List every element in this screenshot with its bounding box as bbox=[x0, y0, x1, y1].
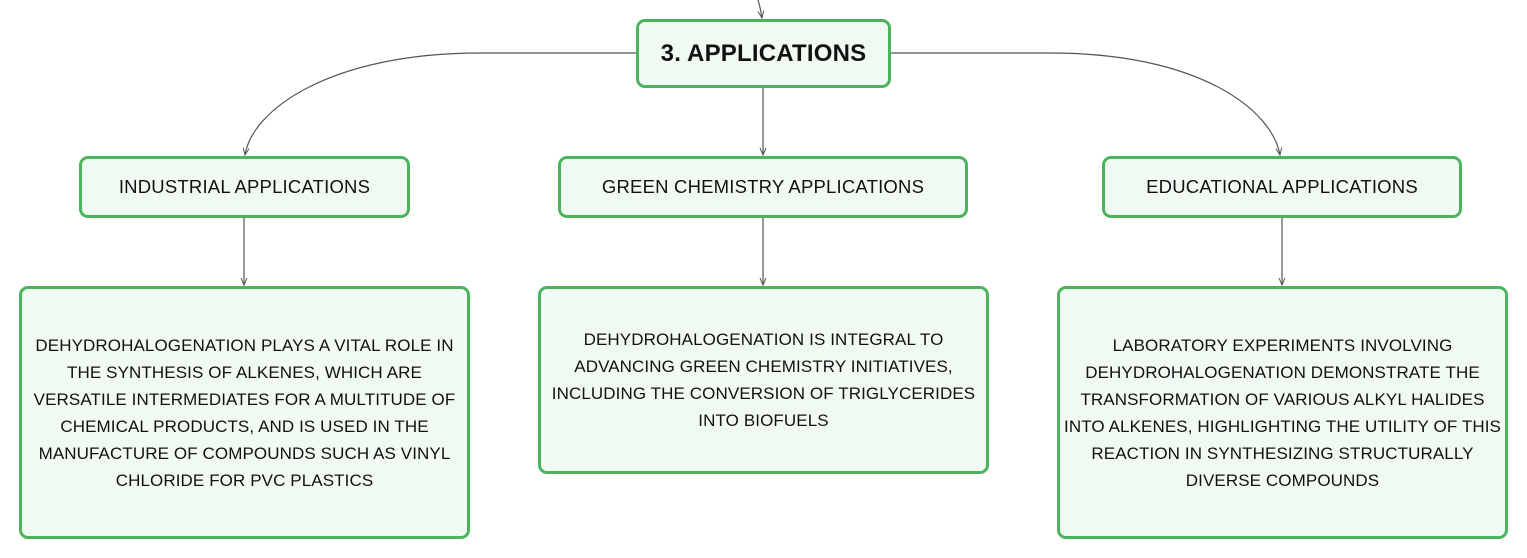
connector-root-to-educational bbox=[891, 52, 1280, 155]
node-green-chemistry-applications[interactable]: GREEN CHEMISTRY APPLICATIONS bbox=[558, 156, 968, 218]
detail-node-green-chemistry[interactable]: DEHYDROHALOGENATION IS INTEGRAL TO ADVAN… bbox=[538, 286, 989, 474]
detail-educational-text: LABORATORY EXPERIMENTS INVOLVING DEHYDRO… bbox=[1064, 335, 1501, 490]
root-node-label: 3. APPLICATIONS bbox=[660, 39, 867, 67]
detail-node-industrial[interactable]: DEHYDROHALOGENATION PLAYS A VITAL ROLE I… bbox=[19, 286, 470, 539]
node-educational-label: EDUCATIONAL APPLICATIONS bbox=[1146, 176, 1418, 197]
connector-parent-to-root bbox=[757, 0, 762, 18]
root-node-applications[interactable]: 3. APPLICATIONS bbox=[636, 19, 891, 88]
connector-root-to-industrial bbox=[245, 52, 636, 155]
node-educational-applications[interactable]: EDUCATIONAL APPLICATIONS bbox=[1102, 156, 1462, 218]
node-green-label: GREEN CHEMISTRY APPLICATIONS bbox=[601, 176, 925, 197]
detail-node-educational[interactable]: LABORATORY EXPERIMENTS INVOLVING DEHYDRO… bbox=[1057, 286, 1508, 539]
detail-industrial-text: DEHYDROHALOGENATION PLAYS A VITAL ROLE I… bbox=[33, 335, 456, 490]
node-industrial-label: INDUSTRIAL APPLICATIONS bbox=[118, 176, 371, 197]
node-industrial-applications[interactable]: INDUSTRIAL APPLICATIONS bbox=[79, 156, 410, 218]
detail-green-text: DEHYDROHALOGENATION IS INTEGRAL TO ADVAN… bbox=[551, 330, 976, 430]
